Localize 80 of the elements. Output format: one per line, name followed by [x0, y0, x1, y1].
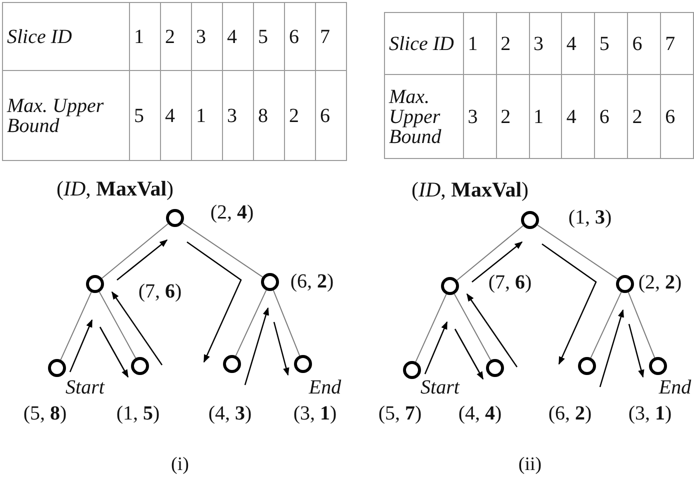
- node-value-label: (4, 3): [208, 402, 252, 426]
- tree-node-circle: [223, 355, 241, 373]
- tree-node-circle: [521, 211, 539, 229]
- node-value-label: (5, 7): [378, 402, 422, 426]
- table-cell: 1: [192, 70, 222, 160]
- table-cell: 3: [529, 12, 562, 74]
- tree-edge: [454, 293, 492, 361]
- table-cell: 3: [222, 70, 254, 160]
- tuple-legend: (ID, MaxVal): [56, 176, 174, 202]
- node-caption: End: [658, 376, 692, 400]
- tree-node-circle: [649, 357, 667, 375]
- node-value-label: (7, 6): [138, 280, 182, 304]
- tree-edge: [456, 225, 524, 281]
- table-cell: 5: [254, 2, 284, 70]
- node-value-label: (1, 3): [568, 206, 612, 230]
- table-cell: 4: [160, 70, 192, 160]
- tree-edge: [536, 224, 618, 280]
- table-cell: 4: [562, 12, 595, 74]
- node-value-label: (7, 6): [488, 272, 532, 294]
- node-value-label: (3, 1): [293, 402, 337, 426]
- table-cell: 6: [284, 2, 316, 70]
- table-cell: 6: [594, 74, 628, 158]
- tree-node-circle: [166, 209, 184, 227]
- tuple-legend: (ID, MaxVal): [411, 178, 529, 202]
- node-caption: Start: [420, 376, 460, 400]
- tree-node-circle: [294, 355, 312, 373]
- row-header: Slice ID: [384, 12, 464, 74]
- table-cell: 5: [130, 70, 160, 160]
- node-value-label: (2, 2): [638, 272, 682, 294]
- tree-edge: [98, 291, 136, 359]
- table-cell: 5: [594, 12, 628, 74]
- node-value-label: (3, 1): [628, 402, 672, 426]
- tree-node-circle: [403, 361, 421, 379]
- table-cell: 1: [130, 2, 160, 70]
- node-value-label: (1, 5): [116, 402, 160, 426]
- row-header: Slice ID: [2, 2, 130, 70]
- table-cell: 4: [562, 74, 595, 158]
- tree-edge: [628, 292, 656, 358]
- node-value-label: (5, 8): [23, 402, 67, 426]
- tree-node-circle: [578, 357, 596, 375]
- tree-edge: [415, 294, 447, 362]
- table-cell: 4: [222, 2, 254, 70]
- table-cell: 2: [628, 74, 661, 158]
- table-cell: 3: [192, 2, 222, 70]
- table-cell: 7: [660, 12, 694, 74]
- table-cell: 2: [284, 70, 316, 160]
- node-value-label: (2, 4): [210, 202, 254, 224]
- tree-edge: [182, 222, 264, 278]
- node-value-label: (6, 2): [548, 402, 592, 426]
- tree-node-circle: [441, 277, 459, 295]
- tree-edge: [590, 292, 622, 358]
- row-header: Max. Upper Bound: [2, 70, 130, 160]
- tree-edge: [60, 292, 92, 360]
- tree-edge: [272, 290, 300, 356]
- table-cell: 6: [660, 74, 694, 158]
- tree-edge: [101, 223, 169, 279]
- tree-edge: [235, 290, 267, 356]
- panel-caption: (ii): [518, 454, 542, 476]
- table-cell: 2: [496, 74, 530, 158]
- tree-node-circle: [486, 359, 504, 377]
- table-cell: 2: [496, 12, 530, 74]
- node-value-label: (4, 4): [458, 402, 502, 426]
- table-cell: 2: [160, 2, 192, 70]
- table-cell: 6: [316, 70, 346, 160]
- node-caption: End: [308, 376, 342, 400]
- tree-node-circle: [86, 275, 104, 293]
- tree-node-circle: [261, 273, 279, 291]
- table-cell: 1: [529, 74, 562, 158]
- table-cell: 3: [463, 74, 496, 158]
- panel-caption: (i): [171, 454, 189, 476]
- row-header: Max. Upper Bound: [384, 74, 464, 158]
- node-caption: Start: [66, 376, 104, 400]
- table-cell: 6: [628, 12, 661, 74]
- tree-node-circle: [616, 275, 634, 293]
- table-cell: 8: [254, 70, 284, 160]
- tree-node-circle: [131, 357, 149, 375]
- table-cell: 1: [463, 12, 496, 74]
- tree-node-circle: [48, 359, 66, 377]
- node-value-label: (6, 2): [290, 270, 334, 294]
- table-cell: 7: [316, 2, 346, 70]
